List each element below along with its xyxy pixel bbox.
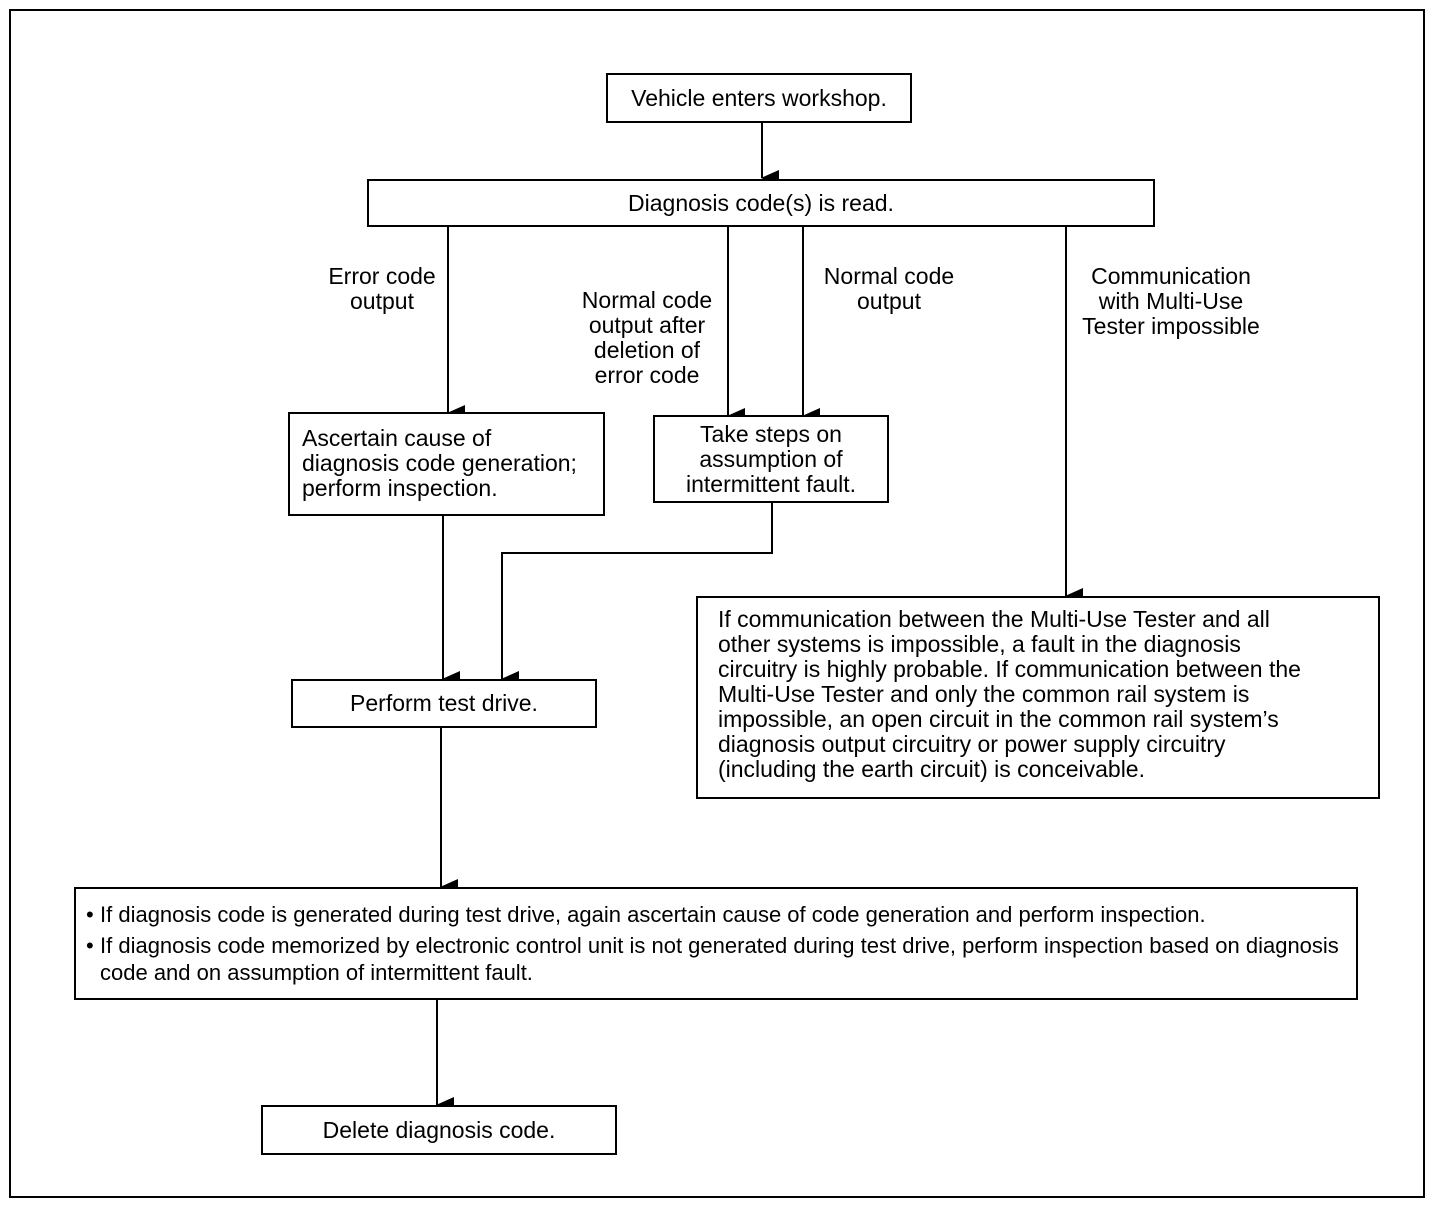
edge-label-error-output: Error code output bbox=[328, 263, 436, 314]
bullet-mark: • bbox=[86, 902, 94, 927]
edge-label-comm-impossible: Communication with Multi-Use Tester impo… bbox=[1082, 263, 1260, 339]
node-perform-test-drive: Perform test drive. bbox=[291, 679, 597, 728]
diagram-frame bbox=[9, 9, 1425, 1198]
node-delete-diagnosis-code: Delete diagnosis code. bbox=[261, 1105, 617, 1155]
edge-label-normal-output: Normal code output bbox=[823, 263, 955, 314]
node-delete-text: Delete diagnosis code. bbox=[322, 1116, 556, 1143]
node-start-text: Vehicle enters workshop. bbox=[631, 84, 887, 111]
node-communication-fault-note: If communication between the Multi-Use T… bbox=[696, 596, 1380, 799]
node-vehicle-enters-workshop: Vehicle enters workshop. bbox=[606, 73, 912, 123]
node-test-drive-text: Perform test drive. bbox=[350, 690, 538, 716]
node-test-drive-notes: • If diagnosis code is generated during … bbox=[74, 887, 1358, 1000]
bullet-mark: • bbox=[86, 933, 94, 958]
arrow-intermittent-to-drive bbox=[501, 502, 773, 687]
node-read-text: Diagnosis code(s) is read. bbox=[628, 189, 894, 216]
edge-label-normal-after-deletion: Normal code output after deletion of err… bbox=[581, 287, 713, 388]
note-text: If diagnosis code is generated during te… bbox=[100, 902, 1206, 927]
note-item: • If diagnosis code is generated during … bbox=[86, 901, 1342, 928]
note-text: If diagnosis code memorized by electroni… bbox=[100, 933, 1339, 985]
node-intermittent-fault: Take steps on assumption of intermittent… bbox=[653, 415, 889, 503]
node-diagnosis-code-read: Diagnosis code(s) is read. bbox=[367, 179, 1155, 227]
node-ascertain-cause: Ascertain cause of diagnosis code genera… bbox=[288, 412, 605, 516]
note-item: • If diagnosis code memorized by electro… bbox=[86, 932, 1342, 986]
